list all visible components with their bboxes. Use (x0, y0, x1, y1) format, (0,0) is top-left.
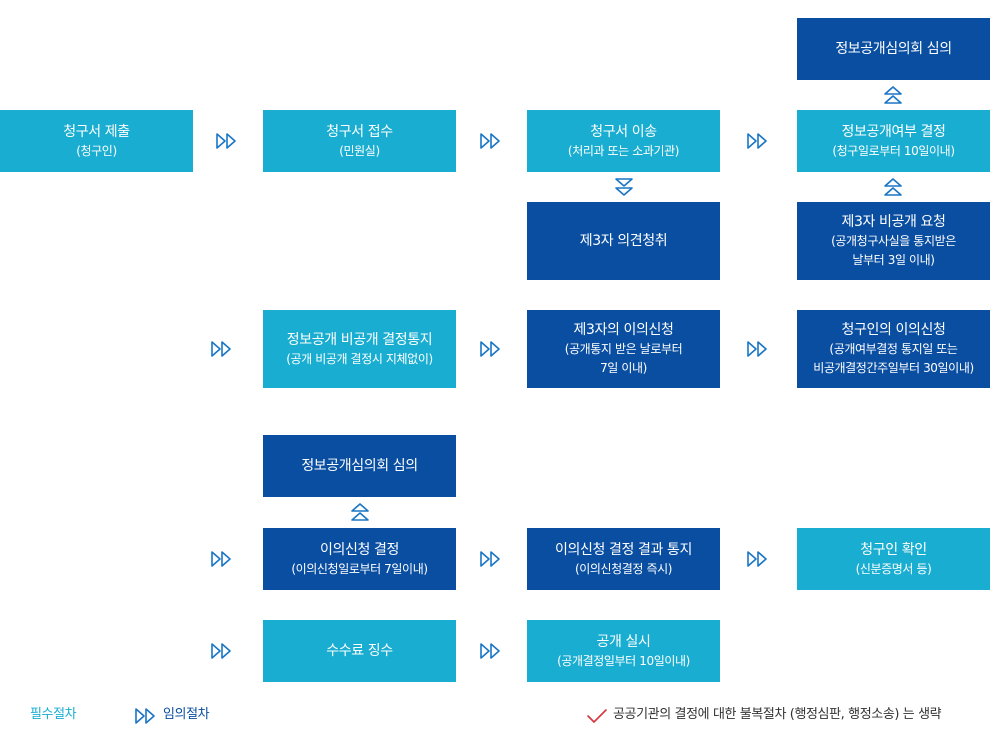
step-subtitle: (공개여부결정 통지일 또는 (829, 342, 958, 356)
step-objection-result-notice: 이의신청 결정 결과 통지 (이의신청결정 즉시) (527, 528, 720, 590)
step-title: 이의신청 결정 (320, 541, 399, 558)
flow-arrow-right-icon (211, 551, 231, 567)
flow-arrow-right-icon (480, 133, 500, 149)
step-fee-collection: 수수료 징수 (263, 620, 456, 682)
flow-arrow-up-icon (884, 178, 902, 196)
step-third-party-nondisclosure-request: 제3자 비공개 요청 (공개청구사실을 통지받은 날부터 3일 이내) (797, 202, 990, 280)
step-title: 청구서 이송 (590, 123, 657, 140)
step-nondisclosure-notice: 정보공개 비공개 결정통지 (공개 비공개 결정시 지체없이) (263, 310, 456, 388)
step-submit-request: 청구서 제출 (청구인) (0, 110, 193, 172)
flow-arrow-right-icon (216, 133, 236, 149)
step-title: 제3자의 이의신청 (573, 322, 674, 338)
step-subtitle: 날부터 3일 이내) (852, 253, 935, 267)
flow-arrow-right-icon (747, 551, 767, 567)
step-objection-decision: 이의신청 결정 (이의신청일로부터 7일이내) (263, 528, 456, 590)
step-title: 정보공개심의회 심의 (835, 41, 952, 57)
flow-arrow-right-icon (747, 341, 767, 357)
check-icon (587, 709, 607, 723)
step-title: 청구인 확인 (860, 541, 927, 558)
step-subtitle: (이의신청결정 즉시) (574, 561, 673, 576)
step-third-party-objection: 제3자의 이의신청 (공개통지 받은 날로부터 7일 이내) (527, 310, 720, 388)
step-title: 청구서 접수 (326, 123, 393, 140)
legend-optional: 임의절차 (163, 707, 210, 722)
step-disclosure: 공개 실시 (공개결정일부터 10일이내) (527, 620, 720, 682)
step-title: 청구서 제출 (63, 123, 130, 140)
step-title: 정보공개 비공개 결정통지 (286, 331, 433, 348)
step-title: 정보공개심의회 심의 (301, 458, 418, 474)
step-review-committee-top: 정보공개심의회 심의 (797, 18, 990, 80)
flow-arrow-right-icon (211, 643, 231, 659)
step-subtitle: 7일 이내) (600, 361, 647, 375)
step-title: 정보공개여부 결정 (841, 123, 946, 140)
step-title: 제3자 의견청취 (579, 233, 668, 249)
step-subtitle: (신분증명서 등) (855, 561, 932, 576)
legend-required: 필수절차 (30, 707, 77, 722)
step-receive-request: 청구서 접수 (민원실) (263, 110, 456, 172)
step-subtitle: (청구인) (76, 143, 117, 158)
step-requester-objection: 청구인의 이의신청 (공개여부결정 통지일 또는 비공개결정간주일부터 30일이… (797, 310, 990, 388)
step-third-party-opinion: 제3자 의견청취 (527, 202, 720, 280)
step-subtitle: (공개 비공개 결정시 지체없이) (286, 351, 433, 366)
flow-arrow-up-icon (884, 86, 902, 104)
step-title: 공개 실시 (596, 633, 651, 650)
step-subtitle: (공개청구사실을 통지받은 (831, 234, 956, 248)
legend-note: 공공기관의 결정에 대한 불복절차 (행정심판, 행정소송) 는 생략 (613, 707, 942, 722)
flow-arrow-right-icon (211, 341, 231, 357)
flow-arrow-up-icon (351, 503, 369, 521)
step-title: 수수료 징수 (326, 643, 393, 659)
flow-arrow-right-icon (480, 341, 500, 357)
step-requester-verification: 청구인 확인 (신분증명서 등) (797, 528, 990, 590)
step-transfer-request: 청구서 이송 (처리과 또는 소과기관) (527, 110, 720, 172)
flow-arrow-right-icon (747, 133, 767, 149)
step-subtitle: (민원실) (339, 143, 380, 158)
step-subtitle: (이의신청일로부터 7일이내) (291, 561, 428, 576)
step-subtitle: (처리과 또는 소과기관) (567, 143, 680, 158)
step-title: 제3자 비공개 요청 (841, 214, 946, 230)
step-subtitle: 비공개결정간주일부터 30일이내) (813, 361, 974, 375)
step-title: 이의신청 결정 결과 통지 (555, 541, 692, 558)
step-disclosure-decision: 정보공개여부 결정 (청구일로부터 10일이내) (797, 110, 990, 172)
legend-arrow-right-icon (135, 708, 155, 724)
step-title: 청구인의 이의신청 (841, 322, 946, 338)
step-subtitle: (청구일로부터 10일이내) (832, 143, 955, 158)
step-review-committee-mid: 정보공개심의회 심의 (263, 435, 456, 497)
flow-arrow-right-icon (480, 551, 500, 567)
step-subtitle: (공개결정일부터 10일이내) (557, 653, 690, 668)
flow-arrow-right-icon (480, 643, 500, 659)
step-subtitle: (공개통지 받은 날로부터 (564, 342, 683, 356)
flow-arrow-down-icon (615, 178, 633, 196)
